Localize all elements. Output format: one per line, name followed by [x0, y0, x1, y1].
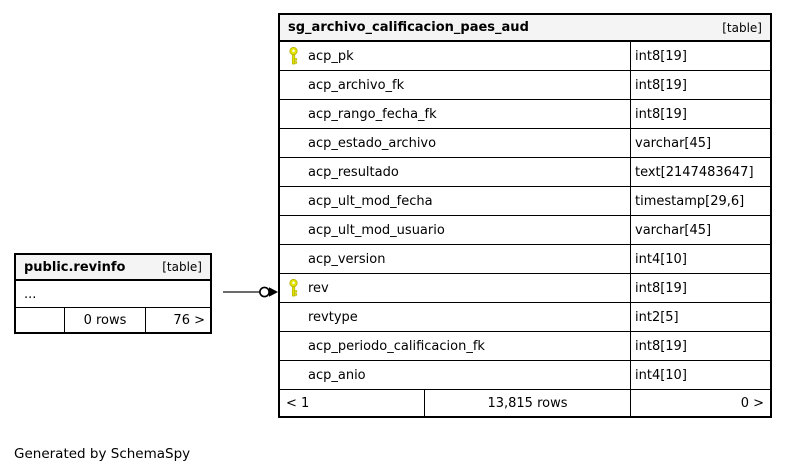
column-name-label: acp_archivo_fk — [308, 77, 405, 93]
column-name-cell: acp_resultado — [280, 158, 630, 186]
main-footer-parents: < 1 — [280, 390, 425, 416]
table-row: revtype int2[5] — [280, 303, 770, 332]
column-type-label: varchar[45] — [630, 129, 770, 157]
column-name-cell: acp_ult_mod_usuario — [280, 216, 630, 244]
main-table-rows: acp_pk int8[19] acp_archivo_fk int8[19] — [280, 42, 770, 390]
connector-arrowhead-icon — [269, 287, 278, 297]
column-name-label: acp_ult_mod_usuario — [308, 222, 445, 238]
column-name-cell: acp_periodo_calificacion_fk — [280, 332, 630, 360]
table-row: acp_resultado text[2147483647] — [280, 158, 770, 187]
column-type-label: timestamp[29,6] — [630, 187, 770, 215]
revinfo-header: public.revinfo [table] — [16, 255, 210, 281]
connector-circle-endpoint — [259, 286, 270, 298]
column-name-cell: acp_rango_fecha_fk — [280, 100, 630, 128]
table-row: acp_estado_archivo varchar[45] — [280, 129, 770, 158]
column-type-label: int8[19] — [630, 274, 770, 302]
column-type-label: varchar[45] — [630, 216, 770, 244]
column-type-label: int8[19] — [630, 71, 770, 99]
table-row: acp_anio int4[10] — [280, 361, 770, 390]
column-type-label: int4[10] — [630, 361, 770, 389]
revinfo-row-count: 0 rows — [65, 308, 146, 332]
generated-by-note: Generated by SchemaSpy — [14, 446, 191, 462]
primary-key-icon — [289, 279, 308, 297]
column-name-label: acp_estado_archivo — [308, 135, 437, 151]
column-type-label: int4[10] — [630, 245, 770, 273]
column-type-label: int8[19] — [630, 332, 770, 360]
table-sg-archivo-calificacion-paes-aud[interactable]: sg_archivo_calificacion_paes_aud [table]… — [278, 13, 772, 418]
table-row: acp_archivo_fk int8[19] — [280, 71, 770, 100]
table-row: acp_rango_fecha_fk int8[19] — [280, 100, 770, 129]
column-name-cell: revtype — [280, 303, 630, 331]
column-name-label: acp_version — [308, 251, 386, 267]
revinfo-footer: 0 rows 76 > — [16, 308, 210, 332]
column-name-label: acp_ult_mod_fecha — [308, 193, 433, 209]
column-name-label: rev — [308, 280, 329, 296]
column-type-label: int8[19] — [630, 100, 770, 128]
column-name-cell: acp_ult_mod_fecha — [280, 187, 630, 215]
column-name-cell: rev — [280, 274, 630, 302]
main-table-footer: < 1 13,815 rows 0 > — [280, 390, 770, 416]
column-name-label: acp_rango_fecha_fk — [308, 106, 437, 122]
fk-relationship-connector — [223, 286, 278, 298]
column-name-cell: acp_pk — [280, 42, 630, 70]
table-row: acp_version int4[10] — [280, 245, 770, 274]
column-name-label: acp_pk — [308, 48, 354, 64]
column-type-label: text[2147483647] — [630, 158, 770, 186]
main-table-type-badge: [table] — [722, 20, 762, 35]
table-public-revinfo[interactable]: public.revinfo [table] ... 0 rows 76 > — [14, 253, 212, 334]
column-name-cell: acp_anio — [280, 361, 630, 389]
table-row: rev int8[19] — [280, 274, 770, 303]
revinfo-title[interactable]: public.revinfo — [24, 259, 126, 275]
main-table-title[interactable]: sg_archivo_calificacion_paes_aud — [288, 20, 529, 35]
table-row: acp_ult_mod_fecha timestamp[29,6] — [280, 187, 770, 216]
primary-key-icon — [289, 47, 308, 65]
column-name-cell: acp_archivo_fk — [280, 71, 630, 99]
main-table-header: sg_archivo_calificacion_paes_aud [table] — [280, 15, 770, 42]
column-name-label: acp_anio — [308, 367, 366, 383]
column-name-label: revtype — [308, 309, 358, 325]
column-type-label: int8[19] — [630, 42, 770, 70]
column-name-cell: acp_estado_archivo — [280, 129, 630, 157]
revinfo-footer-left — [16, 308, 65, 332]
main-footer-children: 0 > — [740, 395, 764, 411]
column-name-label: acp_periodo_calificacion_fk — [308, 338, 485, 354]
table-row: acp_pk int8[19] — [280, 42, 770, 71]
table-row: acp_periodo_calificacion_fk int8[19] — [280, 332, 770, 361]
revinfo-footer-right: 76 > — [173, 312, 205, 328]
table-row: acp_ult_mod_usuario varchar[45] — [280, 216, 770, 245]
main-row-count: 13,815 rows — [425, 390, 631, 416]
column-name-cell: acp_version — [280, 245, 630, 273]
revinfo-collapsed-columns: ... — [16, 281, 210, 308]
column-name-label: acp_resultado — [308, 164, 399, 180]
revinfo-type-badge: [table] — [162, 260, 202, 274]
column-type-label: int2[5] — [630, 303, 770, 331]
